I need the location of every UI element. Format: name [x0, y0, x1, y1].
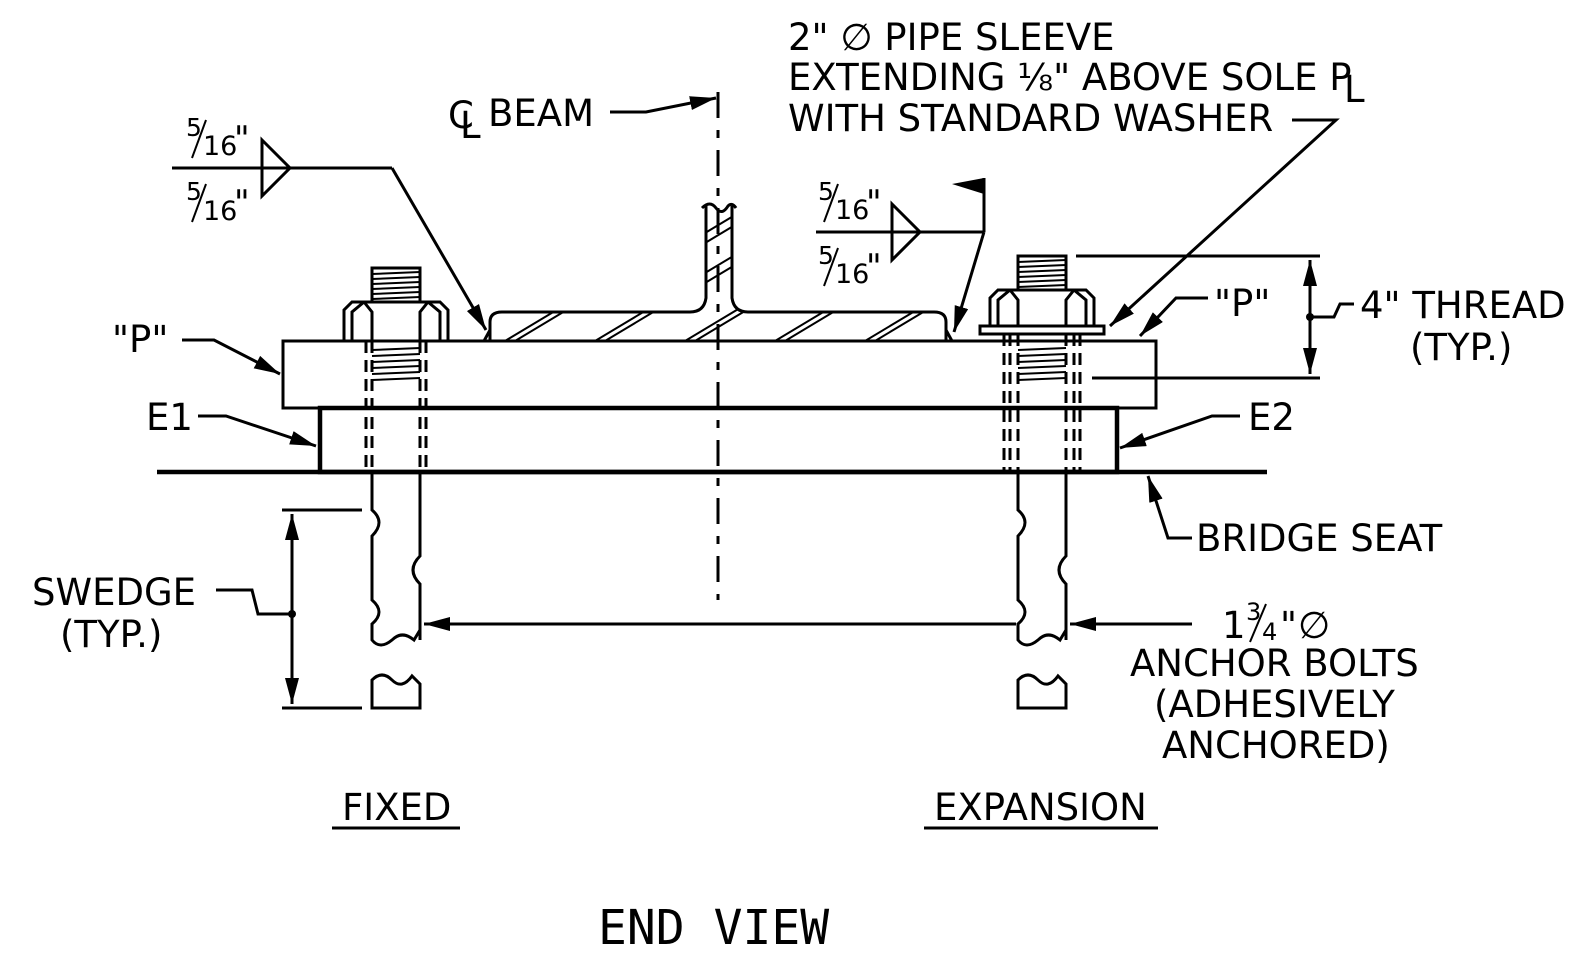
thread-label-2: (TYP.) [1410, 326, 1512, 369]
swedge-label-2: (TYP.) [60, 613, 162, 656]
e2-label: E2 [1248, 396, 1295, 439]
anchor-bolt-expansion [978, 254, 1106, 710]
weld-right-bot-num: 5 [818, 241, 834, 270]
weld-fillet-left [482, 329, 492, 342]
weld-right-top-num: 5 [818, 177, 834, 206]
swedge-label-1: SWEDGE [32, 571, 196, 614]
standard-washer [978, 324, 1106, 336]
anchor-size-num: 3 [1246, 598, 1261, 626]
anchor-size-den: 4 [1262, 618, 1277, 646]
weld-left-bot-unit: " [234, 183, 250, 223]
bridge-seat-label: BRIDGE SEAT [1196, 517, 1443, 560]
anchor-label-1: ANCHOR BOLTS [1130, 642, 1419, 685]
weld-left-bot-den: 16 [203, 196, 237, 227]
fixed-label: FIXED [342, 786, 451, 829]
anchor-bolt-callout: 1 3 4 " ∅ ANCHOR BOLTS (ADHESIVELY ANCHO… [424, 598, 1419, 767]
weld-left-top-unit: " [234, 119, 250, 159]
plate-p-right-label: "P" [1214, 282, 1270, 325]
pipe-sleeve-callout: 2" ∅ PIPE SLEEVE EXTENDING ⅛" ABOVE SOLE… [788, 16, 1365, 328]
pipe-sleeve-line-1: 2" ∅ PIPE SLEEVE [788, 16, 1115, 59]
view-title: END VIEW [598, 900, 829, 956]
anchor-size-unit: " [1280, 604, 1297, 647]
beam-web-break [700, 202, 738, 213]
centerline-symbol-l: L [460, 104, 481, 147]
weld-right-top-unit: " [866, 183, 882, 223]
swedge-dimension: SWEDGE (TYP.) [32, 508, 362, 710]
anchor-label-2: (ADHESIVELY [1154, 683, 1395, 726]
weld-left-top-num: 5 [186, 113, 202, 142]
pipe-sleeve-line-2: EXTENDING ⅛" ABOVE SOLE P [788, 56, 1352, 99]
expansion-label: EXPANSION [934, 786, 1147, 829]
plate-symbol-l: L [1344, 68, 1365, 111]
weld-symbol-right: 5 16 " 5 16 " [816, 177, 986, 333]
hex-nut-right [988, 288, 1096, 326]
weld-right-bot-den: 16 [835, 259, 869, 290]
weld-fillet-right [944, 329, 954, 342]
anchor-size-whole: 1 [1222, 604, 1246, 647]
thread-dimension: 4" THREAD (TYP.) [1076, 254, 1566, 380]
weld-left-bot-num: 5 [186, 177, 202, 206]
anchor-label-3: ANCHORED) [1162, 724, 1390, 767]
anchor-size-diameter: ∅ [1298, 604, 1330, 647]
weld-symbol-left: 5 16 " 5 16 " [172, 113, 488, 331]
pipe-sleeve-line-3: WITH STANDARD WASHER [788, 97, 1273, 140]
field-weld-flag [952, 178, 984, 194]
thread-label-1: 4" THREAD [1360, 284, 1566, 327]
weld-right-top-den: 16 [835, 195, 869, 226]
centerline-symbol-c: C [448, 94, 474, 137]
centerline-beam-callout: C L BEAM [448, 92, 717, 147]
weld-right-bot-unit: " [866, 247, 882, 287]
beam-flange [488, 206, 948, 341]
weld-left-top-den: 16 [203, 131, 237, 162]
plate-p-left-label: "P" [112, 318, 168, 361]
anchor-bolt-fixed [342, 266, 450, 710]
centerline-beam-label: BEAM [488, 92, 594, 135]
e1-label: E1 [146, 396, 193, 439]
hex-nut-left [342, 300, 450, 341]
